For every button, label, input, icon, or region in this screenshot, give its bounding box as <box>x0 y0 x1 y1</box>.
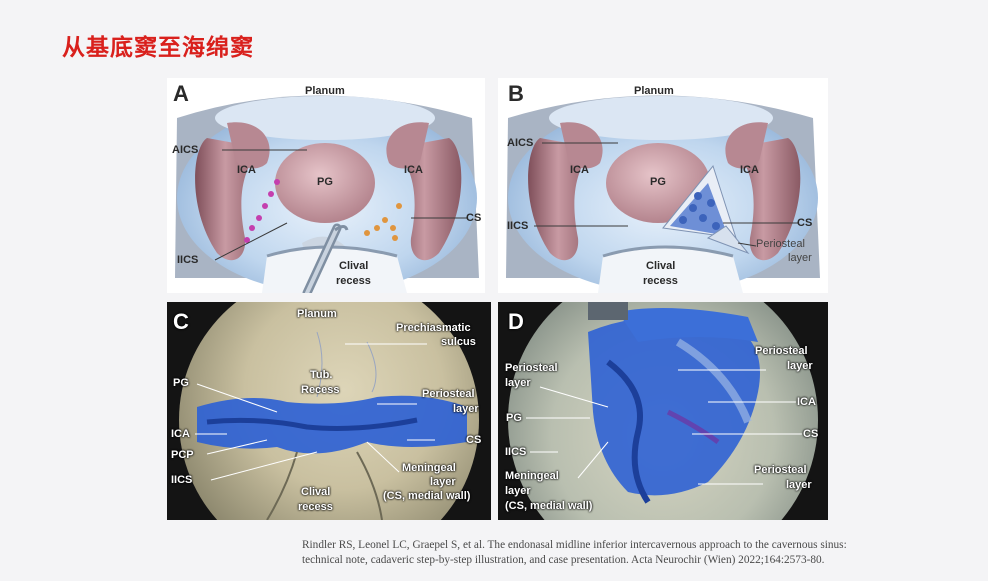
label-ica: ICA <box>797 396 816 408</box>
label-meningeal-layer-line1: Meningeal <box>402 462 456 474</box>
panel-d-photo <box>508 302 818 520</box>
label-pg: PG <box>506 412 522 424</box>
panel-a-letter: A <box>173 81 189 106</box>
label-periosteal-layer-line1: Periosteal <box>756 238 805 250</box>
label-iics: IICS <box>177 254 199 266</box>
label-periosteal-layer-bottom-right-line1: Periosteal <box>754 464 807 476</box>
label-ica-right: ICA <box>740 164 759 176</box>
label-ica: ICA <box>171 428 190 440</box>
label-meningeal-layer-line3: (CS, medial wall) <box>505 500 593 512</box>
label-ica-left: ICA <box>570 164 589 176</box>
label-pg: PG <box>317 176 333 188</box>
label-iics: IICS <box>505 446 527 458</box>
label-cs: CS <box>466 212 482 224</box>
label-clival-recess-line2: recess <box>298 501 333 513</box>
label-periosteal-layer-line1: Periosteal <box>422 388 475 400</box>
citation-line-2: technical note, cadaveric step-by-step i… <box>302 554 825 566</box>
slide-title: 从基底窦至海绵窦 <box>62 35 254 61</box>
label-clival-recess-line1: Clival <box>646 260 676 272</box>
endoscopic-photo-panel-d: D Periosteal layer Periosteal layer PG I… <box>498 302 828 520</box>
label-planum: Planum <box>297 308 337 320</box>
label-ica-right: ICA <box>404 164 423 176</box>
label-meningeal-layer-line3: (CS, medial wall) <box>383 490 471 502</box>
panel-a-drawing <box>175 95 479 293</box>
label-periosteal-layer-top-right-line2: layer <box>787 360 813 372</box>
label-prechiasmatic-sulcus-line1: Prechiasmatic <box>396 322 471 334</box>
label-pg: PG <box>173 377 189 389</box>
label-periosteal-layer-left-line1: Periosteal <box>505 362 558 374</box>
label-iics: IICS <box>507 220 529 232</box>
label-cs: CS <box>803 428 819 440</box>
label-clival-recess-line1: Clival <box>339 260 369 272</box>
illustration-panel-b: B Planum AICS ICA PG ICA CS IICS Periost… <box>498 78 828 293</box>
panel-c-photo <box>179 302 479 520</box>
label-prechiasmatic-sulcus-line2: sulcus <box>441 336 476 348</box>
label-planum: Planum <box>634 85 674 97</box>
citation-line-1: Rindler RS, Leonel LC, Graepel S, et al.… <box>302 539 847 551</box>
label-aics: AICS <box>172 144 199 156</box>
label-tub-recess-line2: Recess <box>301 384 340 396</box>
label-periosteal-layer-line2: layer <box>788 252 812 264</box>
label-periosteal-layer-top-right-line1: Periosteal <box>755 345 808 357</box>
label-pg: PG <box>650 176 666 188</box>
panel-b-letter: B <box>508 81 524 106</box>
label-aics: AICS <box>507 137 534 149</box>
label-ica-left: ICA <box>237 164 256 176</box>
label-clival-recess-line2: recess <box>336 275 371 287</box>
label-cs: CS <box>466 434 482 446</box>
panel-b-drawing <box>506 95 820 293</box>
label-planum: Planum <box>305 85 345 97</box>
label-pcp: PCP <box>171 449 194 461</box>
panel-d-letter: D <box>508 309 524 334</box>
label-meningeal-layer-line1: Meningeal <box>505 470 559 482</box>
label-clival-recess-line2: recess <box>643 275 678 287</box>
illustration-panel-a: A Planum AICS ICA PG ICA CS IICS Clival … <box>167 78 485 293</box>
citation: Rindler RS, Leonel LC, Graepel S, et al.… <box>302 538 982 568</box>
label-tub-recess-line1: Tub. <box>310 369 333 381</box>
label-cs: CS <box>797 217 813 229</box>
label-clival-recess-line1: Clival <box>301 486 331 498</box>
endoscopic-photo-panel-c: C Planum Prechiasmatic sulcus Tub. Reces… <box>167 302 491 520</box>
label-periosteal-layer-bottom-right-line2: layer <box>786 479 812 491</box>
label-meningeal-layer-line2: layer <box>430 476 456 488</box>
label-periosteal-layer-line2: layer <box>453 403 479 415</box>
label-iics: IICS <box>171 474 193 486</box>
label-meningeal-layer-line2: layer <box>505 485 531 497</box>
panel-c-letter: C <box>173 309 189 334</box>
label-periosteal-layer-left-line2: layer <box>505 377 531 389</box>
